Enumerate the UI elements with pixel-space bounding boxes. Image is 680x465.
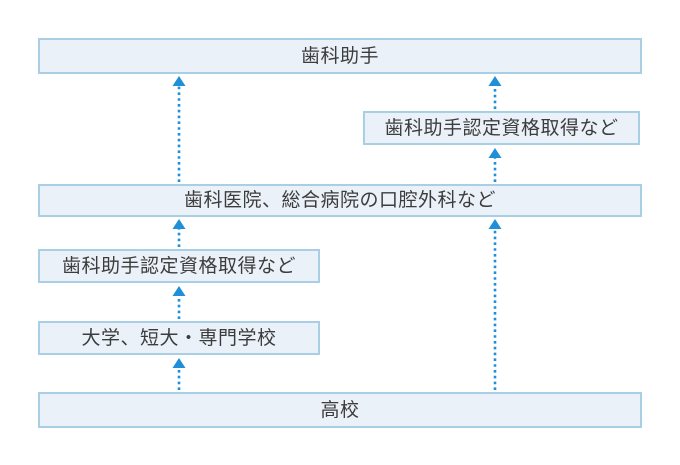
box-dental-assistant-label: 歯科助手 <box>300 45 379 67</box>
dotted-arrow-up-icon <box>172 219 186 247</box>
dotted-arrow-up-icon <box>488 148 502 182</box>
dotted-arrow-up-icon <box>172 358 186 390</box>
box-certification-left-label: 歯科助手認定資格取得など <box>61 255 296 277</box>
box-dental-assistant: 歯科助手 <box>38 38 642 74</box>
box-certification-right-label: 歯科助手認定資格取得など <box>384 117 619 139</box>
box-workplace: 歯科医院、総合病院の口腔外科など <box>38 184 642 217</box>
box-high-school-label: 高校 <box>320 399 360 421</box>
box-workplace-label: 歯科医院、総合病院の口腔外科など <box>183 190 496 211</box>
box-certification-right: 歯科助手認定資格取得など <box>363 111 640 145</box>
box-high-school: 高校 <box>38 392 642 428</box>
dotted-arrow-up-icon <box>172 76 186 182</box>
dotted-arrow-up-icon <box>488 76 502 109</box>
dotted-arrow-up-icon <box>488 219 502 390</box>
box-university-label: 大学、短大・専門学校 <box>81 327 277 349</box>
box-certification-left: 歯科助手認定資格取得など <box>38 249 320 283</box>
box-university: 大学、短大・専門学校 <box>38 321 320 355</box>
dotted-arrow-up-icon <box>172 286 186 319</box>
